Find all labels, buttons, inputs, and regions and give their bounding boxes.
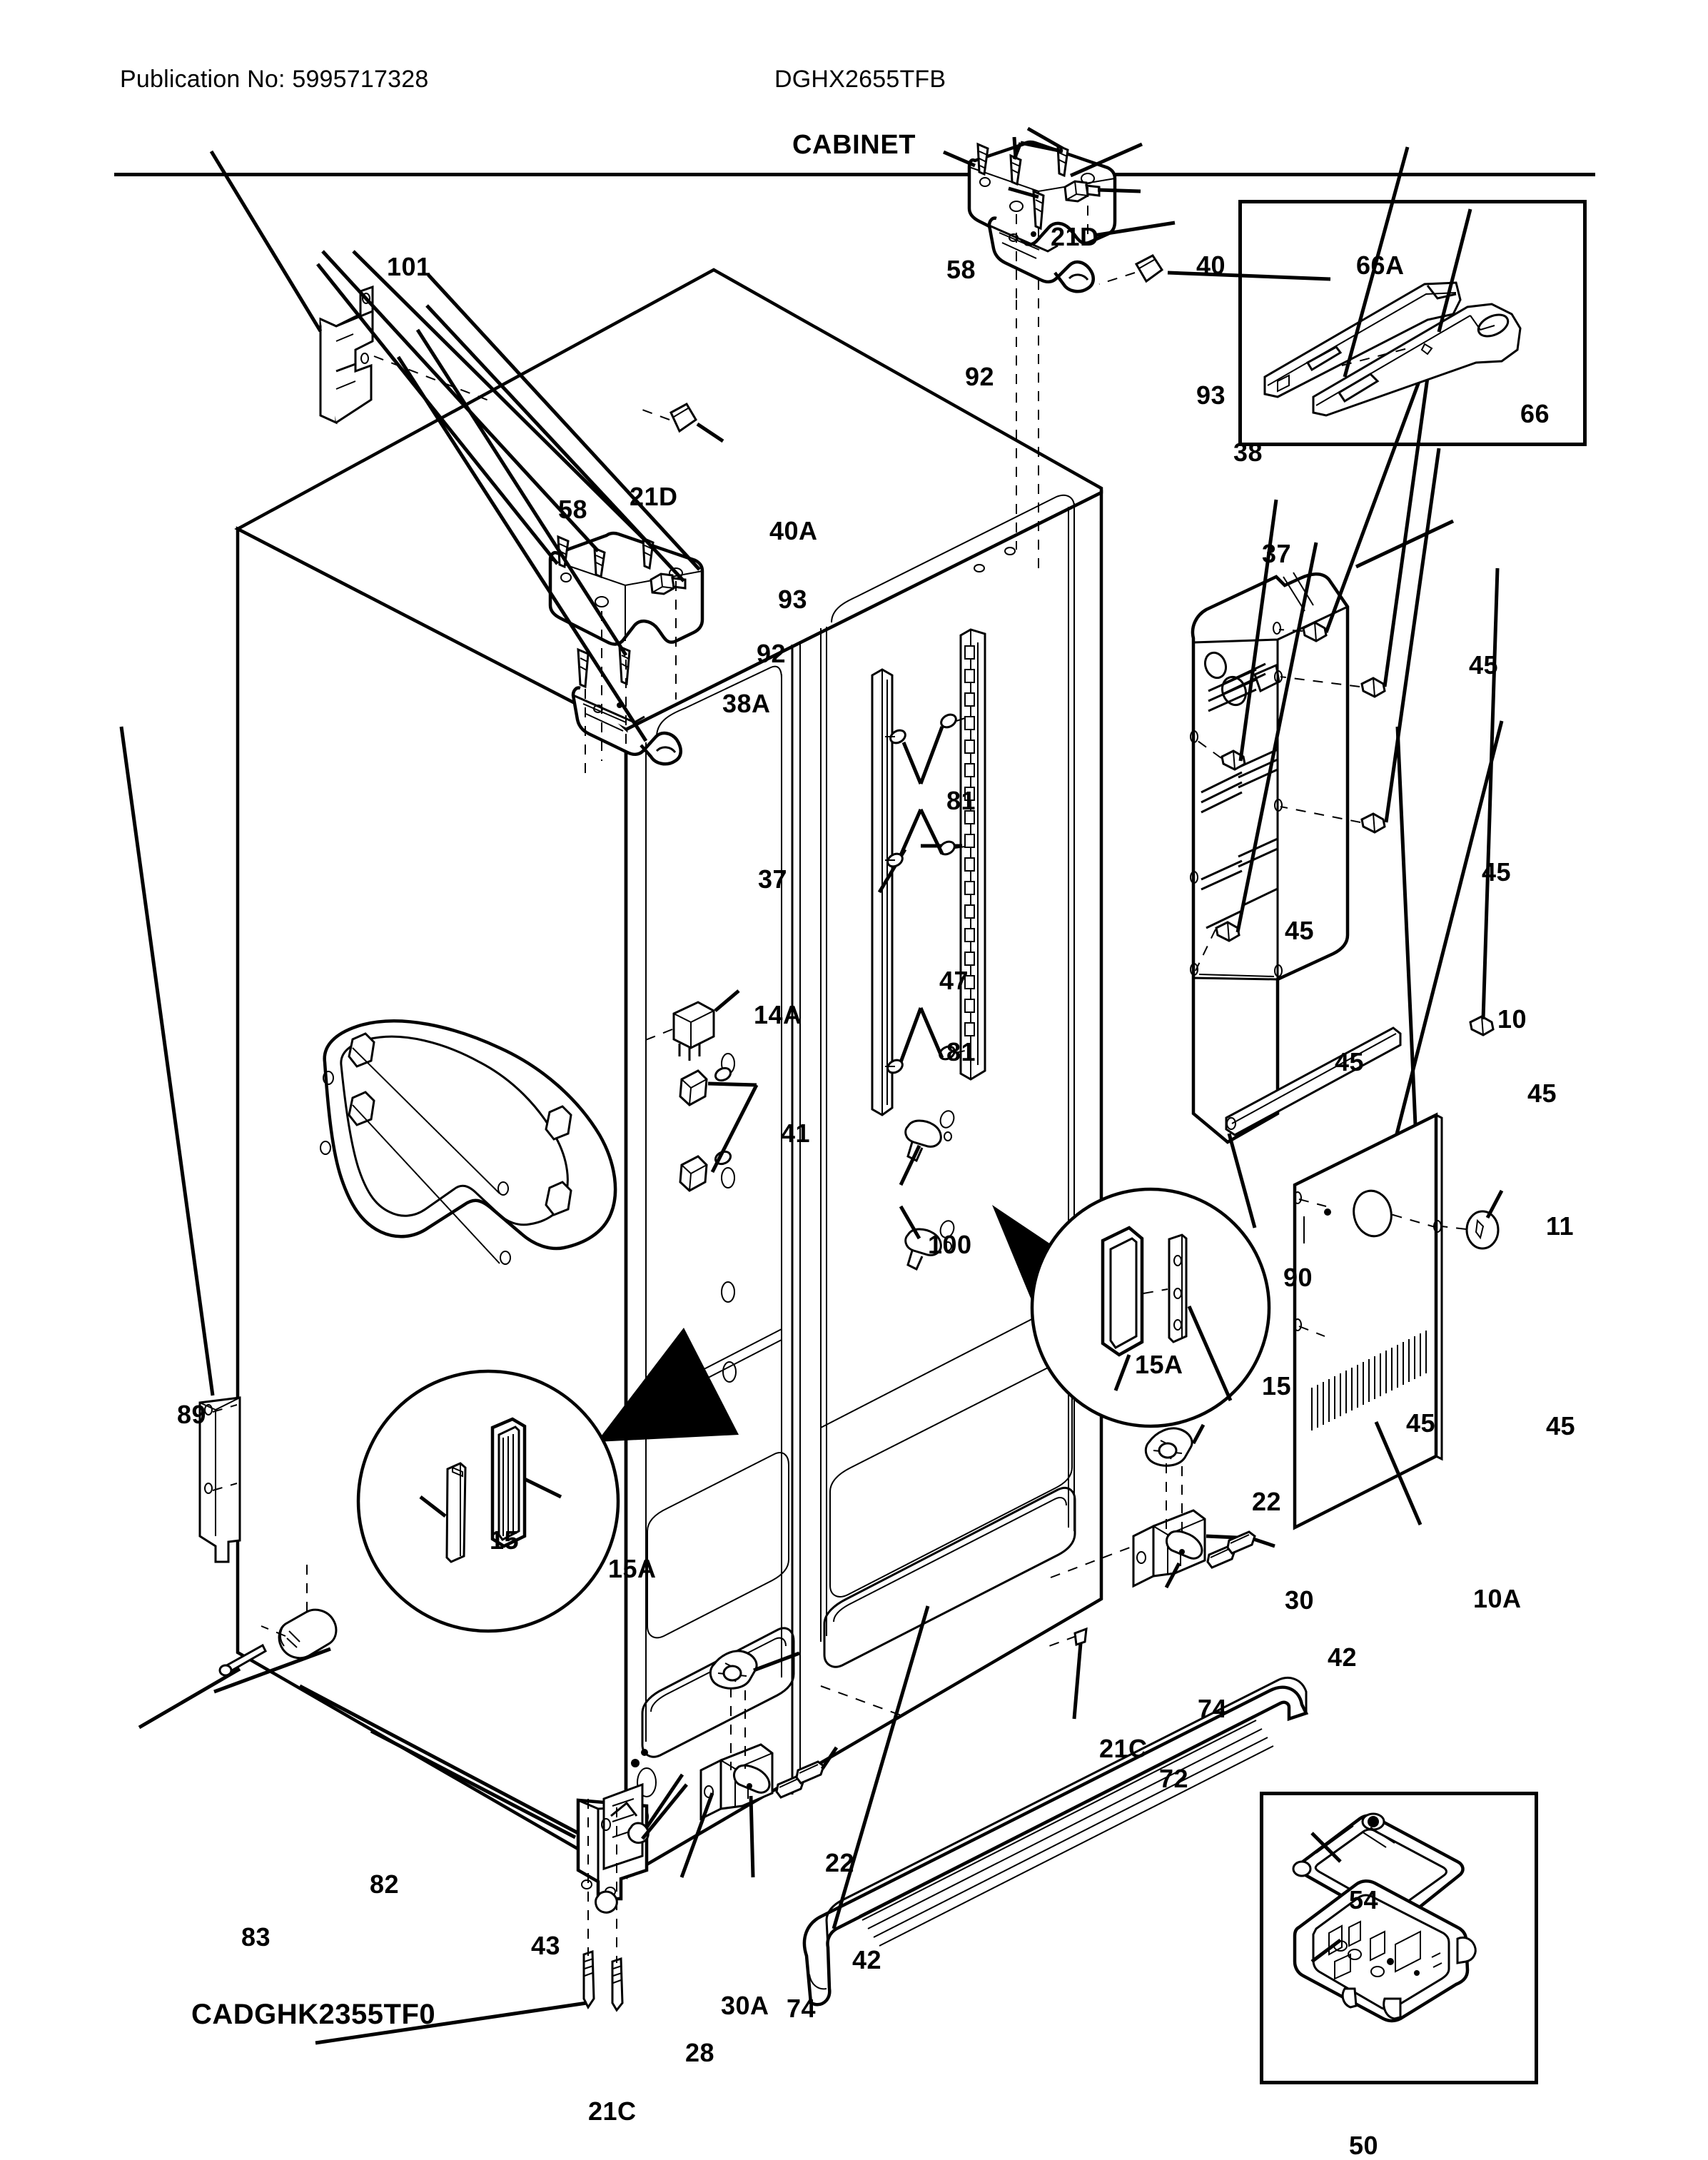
- callout-38: 38: [1233, 438, 1263, 467]
- part-82-roller: [213, 1556, 338, 1694]
- callout-40: 40: [1196, 251, 1226, 280]
- vent-slots: [1311, 1331, 1427, 1430]
- part-72-toe-grille: [802, 1605, 1309, 2007]
- callout-22-r: 22: [1252, 1487, 1282, 1516]
- callout-42-r: 42: [1328, 1642, 1358, 1672]
- callout-45-b: 45: [1482, 857, 1512, 887]
- callout-22-l: 22: [825, 1848, 855, 1877]
- callout-37-r: 37: [1262, 539, 1292, 568]
- callout-21D-l: 21D: [630, 482, 678, 511]
- callout-83: 83: [241, 1922, 271, 1952]
- callout-11: 11: [1546, 1211, 1575, 1241]
- insulation-pad: [320, 1019, 617, 1265]
- callout-43: 43: [531, 1931, 561, 1960]
- callout-58-r: 58: [946, 255, 976, 284]
- callout-10A: 10A: [1473, 1584, 1522, 1613]
- drawing-code: CADGHK2355TF0: [191, 1999, 436, 2030]
- callout-45-e: 45: [1527, 1079, 1557, 1108]
- callout-93-l: 93: [778, 585, 808, 614]
- callout-42-l: 42: [852, 1945, 882, 1974]
- model-number: DGHX2655TFB: [774, 66, 946, 93]
- header-divider: [114, 173, 1595, 176]
- part-11-grommet: [1441, 1189, 1504, 1250]
- part-10A-panel: [1293, 1112, 1443, 1530]
- callout-15-l: 15: [490, 1525, 520, 1555]
- bottom-left-hardware: [298, 1650, 839, 2045]
- part-14A-switch: [643, 989, 740, 1061]
- callout-30A: 30A: [721, 1991, 769, 2020]
- callout-101: 101: [387, 252, 431, 281]
- callout-45-c: 45: [1285, 916, 1315, 945]
- callout-10: 10: [1497, 1004, 1527, 1034]
- callout-21C-l: 21C: [588, 2096, 637, 2126]
- hinge-group-right: [943, 126, 1176, 571]
- callout-92-l: 92: [757, 639, 787, 668]
- inset-control-board: [1292, 1812, 1477, 2023]
- callout-74-r: 74: [1198, 1694, 1228, 1723]
- callout-81-a: 81: [946, 786, 976, 815]
- callout-37-l: 37: [758, 864, 788, 894]
- part-83-pin: [138, 1643, 267, 1730]
- shelf-rail-left: [871, 668, 907, 1116]
- callout-54: 54: [1349, 1885, 1379, 1914]
- inset-rails: [1263, 146, 1522, 417]
- part-100-plugs: [899, 1110, 955, 1271]
- callout-circle-left: [356, 1328, 739, 1633]
- callout-50: 50: [1349, 2131, 1379, 2160]
- part-101-bracket: [209, 150, 493, 425]
- callout-72: 72: [1159, 1764, 1189, 1793]
- callout-92-r: 92: [965, 362, 995, 391]
- bottom-right-hardware: [1048, 1423, 1275, 1720]
- callout-90: 90: [1283, 1263, 1313, 1292]
- page-title: CABINET: [792, 130, 916, 160]
- callout-45-f: 45: [1406, 1408, 1436, 1438]
- part-41-plugs: [679, 1066, 759, 1192]
- callout-40A: 40A: [769, 516, 818, 545]
- shelf-ladder-47: [921, 628, 986, 1081]
- callout-45-d: 45: [1335, 1047, 1365, 1076]
- part-89-bracket: [119, 726, 241, 1563]
- callout-45-a: 45: [1469, 650, 1499, 680]
- callout-45-g: 45: [1546, 1411, 1576, 1440]
- callout-66A: 66A: [1356, 251, 1405, 280]
- callout-82: 82: [370, 1869, 400, 1899]
- callout-21C-r: 21C: [1099, 1734, 1148, 1763]
- callout-93-r: 93: [1196, 380, 1226, 410]
- callout-21D-r: 21D: [1051, 222, 1099, 251]
- part-37-right: [1098, 254, 1331, 285]
- callout-30: 30: [1285, 1585, 1315, 1615]
- callout-47: 47: [939, 966, 969, 995]
- part-10-liner-panel: [1190, 346, 1504, 1343]
- callout-28: 28: [685, 2038, 715, 2067]
- publication-number: Publication No: 5995717328: [120, 66, 429, 93]
- cabinet-body: [234, 268, 1103, 1879]
- callout-15A-l: 15A: [608, 1554, 657, 1583]
- callout-58-l: 58: [558, 495, 588, 524]
- callout-38A: 38A: [722, 689, 771, 718]
- callout-100: 100: [928, 1230, 972, 1259]
- callout-circle-right: [992, 1187, 1271, 1428]
- part-37-left: [642, 402, 724, 443]
- part-90-trim: [1225, 1026, 1402, 1228]
- callout-66: 66: [1520, 399, 1550, 428]
- callout-15-r: 15: [1262, 1371, 1292, 1401]
- clips-81: [885, 713, 966, 1074]
- callout-14A: 14A: [754, 1000, 802, 1029]
- callout-74-l: 74: [787, 1994, 817, 2023]
- hinge-group-left: [316, 250, 704, 779]
- callout-89: 89: [177, 1400, 207, 1429]
- callout-41: 41: [781, 1119, 811, 1148]
- callout-15A-r: 15A: [1135, 1350, 1183, 1379]
- callout-81-b: 81: [946, 1037, 976, 1066]
